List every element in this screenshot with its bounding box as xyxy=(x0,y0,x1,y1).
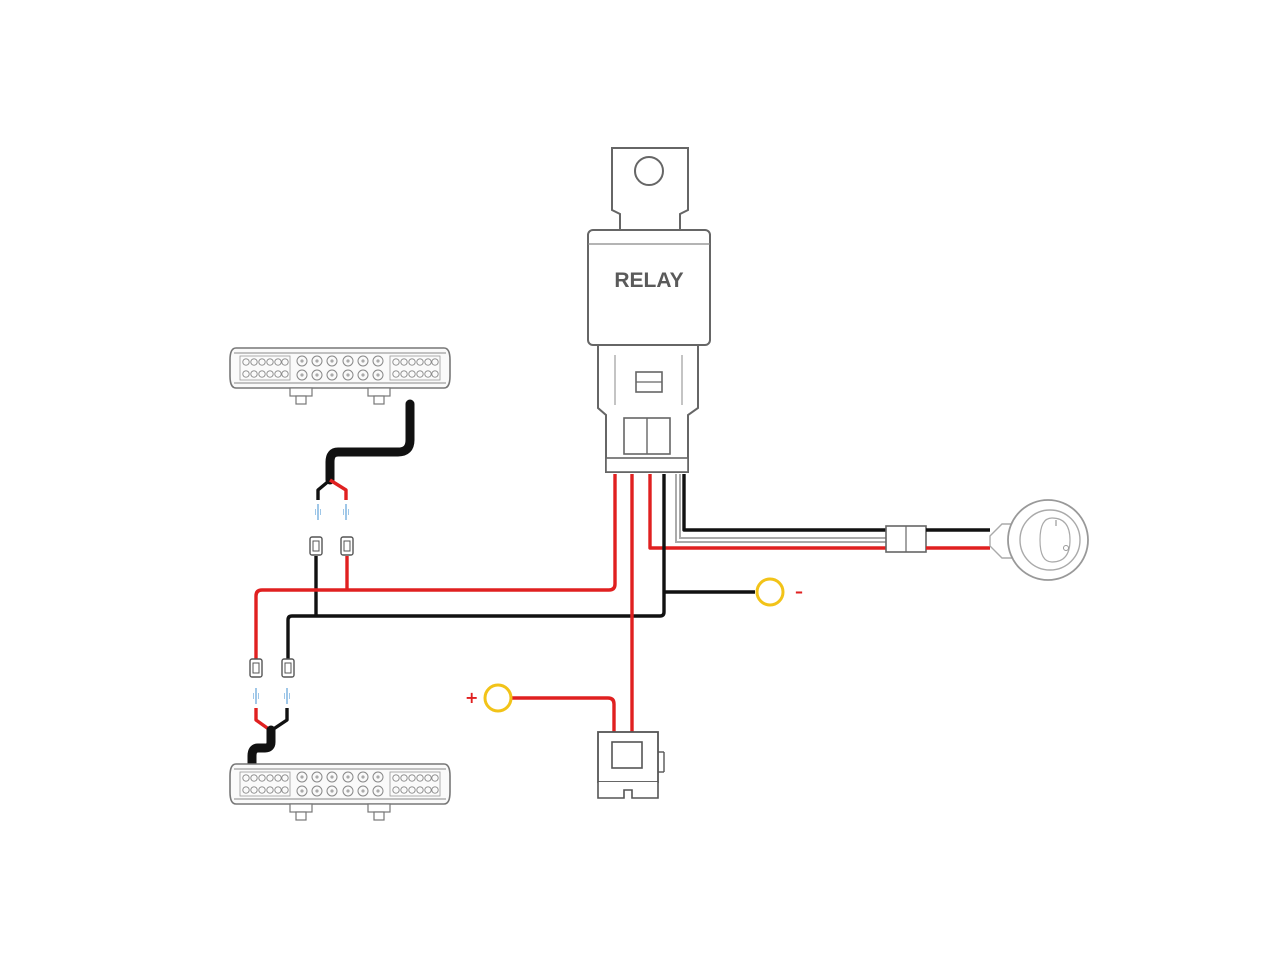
switch-connector xyxy=(885,525,927,553)
relay: RELAY xyxy=(587,147,711,473)
positive-terminal-label: + xyxy=(465,688,478,707)
ground-ring-terminal xyxy=(755,577,785,607)
relay-label: RELAY xyxy=(614,269,683,292)
wire-battery-positive xyxy=(511,696,616,734)
spade-connector-icon xyxy=(281,658,295,678)
bottom-light-bar xyxy=(229,763,451,821)
spade-connector-icon xyxy=(309,536,323,556)
relay-mounting-hole xyxy=(634,156,664,186)
bottom-light-bar-cable xyxy=(247,725,276,775)
wire-power-main xyxy=(254,474,617,660)
ring-terminal-icon xyxy=(755,577,785,607)
spade-connector-icon xyxy=(249,658,263,678)
top-bar-connectors xyxy=(309,536,354,556)
fuse-holder-icon xyxy=(597,731,665,799)
positive-ring-terminal xyxy=(483,683,513,713)
wire-relay-to-switch-black xyxy=(682,474,888,532)
top-light-bar-cable xyxy=(325,399,415,485)
top-light-bar xyxy=(229,347,451,405)
top-bar-pins xyxy=(314,503,350,521)
wire-relay-to-switch-red xyxy=(648,474,888,550)
rocker-switch-icon xyxy=(989,499,1089,581)
ring-terminal-icon xyxy=(483,683,513,713)
spade-connector-icon xyxy=(340,536,354,556)
bottom-bar-pins xyxy=(252,687,291,705)
negative-terminal-label: – xyxy=(795,582,803,601)
bottom-light-bar-connectors xyxy=(249,658,295,678)
wire-ground-main xyxy=(286,474,755,660)
wire-switch-gray xyxy=(675,474,890,543)
